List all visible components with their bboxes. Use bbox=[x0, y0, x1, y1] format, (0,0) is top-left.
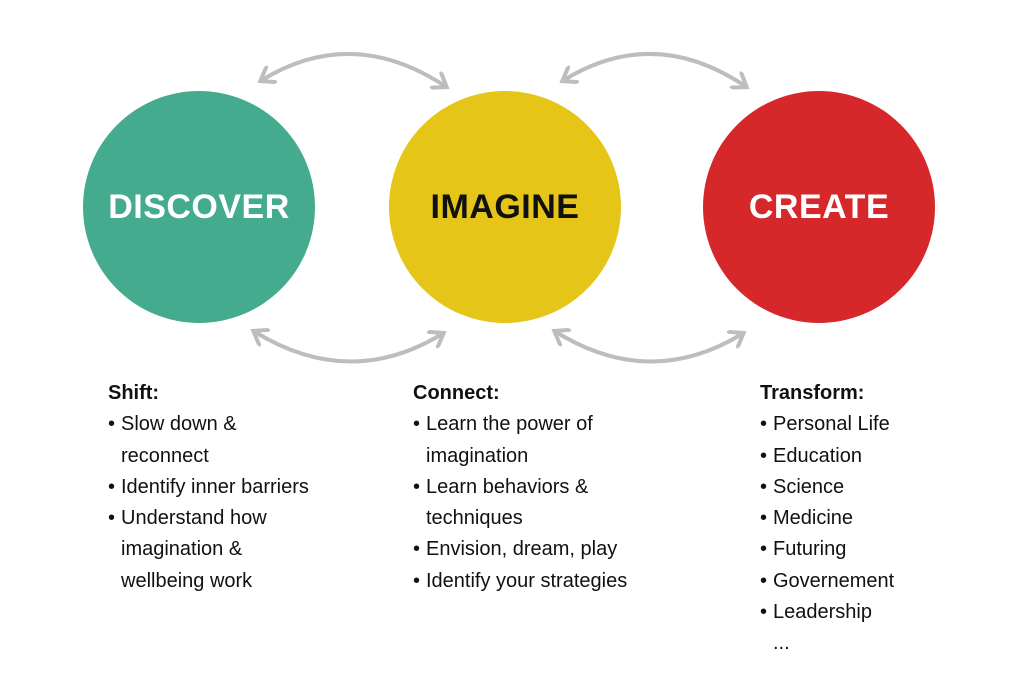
column-heading: Transform: bbox=[760, 382, 865, 404]
discover-circle: DISCOVER bbox=[83, 91, 315, 323]
arrow-discover-imagine-bottom bbox=[255, 332, 442, 364]
arrow-discover-imagine-top bbox=[262, 51, 445, 86]
list-item: Learn the power of imagination bbox=[413, 409, 636, 472]
list-item: Identify your strategies bbox=[413, 566, 663, 597]
list-item: Futuring bbox=[760, 534, 980, 565]
list-item: Education bbox=[760, 441, 980, 472]
list-item: Governement bbox=[760, 566, 980, 597]
discover-title: DISCOVER bbox=[108, 187, 290, 226]
list-item: Slow down & reconnect bbox=[108, 409, 281, 472]
bullet-list: Learn the power of imagination Learn beh… bbox=[413, 409, 663, 597]
list-item: Envision, dream, play bbox=[413, 534, 663, 565]
imagine-column: Connect: Learn the power of imagination … bbox=[413, 378, 663, 597]
list-item: Personal Life bbox=[760, 409, 980, 440]
bullet-list: Slow down & reconnect Identify inner bar… bbox=[108, 409, 348, 597]
imagine-title: IMAGINE bbox=[430, 187, 580, 226]
column-heading: Shift: bbox=[108, 382, 160, 404]
list-item: Medicine bbox=[760, 503, 980, 534]
list-item: Leadership bbox=[760, 597, 980, 628]
create-title: CREATE bbox=[748, 187, 890, 226]
list-item: Understand how imagination & wellbeing w… bbox=[108, 503, 301, 597]
bullet-list: Personal Life Education Science Medicine… bbox=[760, 409, 980, 659]
column-heading: Connect: bbox=[413, 382, 500, 404]
create-circle: CREATE bbox=[703, 91, 935, 323]
arrow-imagine-create-bottom bbox=[556, 332, 742, 364]
ellipsis: ... bbox=[773, 632, 790, 655]
imagine-circle: IMAGINE bbox=[389, 91, 621, 323]
discover-column: Shift: Slow down & reconnect Identify in… bbox=[108, 378, 348, 597]
arrow-imagine-create-top bbox=[564, 51, 745, 86]
create-column: Transform: Personal Life Education Scien… bbox=[760, 378, 980, 660]
list-item: Learn behaviors & techniques bbox=[413, 472, 626, 535]
list-item: Identify inner barriers bbox=[108, 472, 348, 503]
list-item: Science bbox=[760, 472, 980, 503]
